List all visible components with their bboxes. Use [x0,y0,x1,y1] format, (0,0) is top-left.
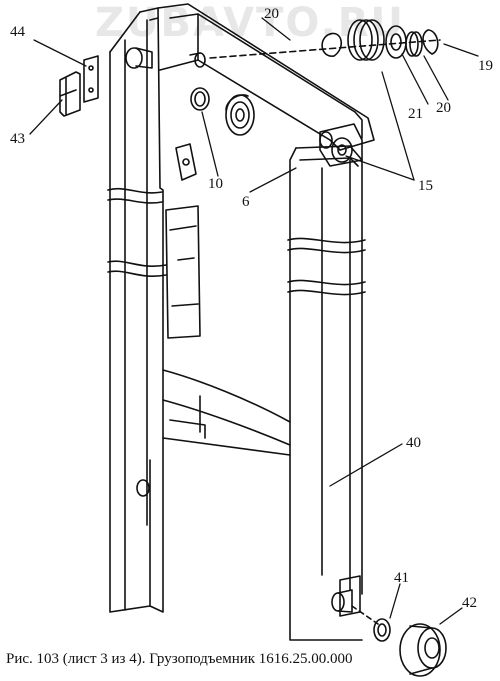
callout-19: 19 [478,58,493,74]
callout-43: 43 [10,131,25,147]
callout-44: 44 [10,24,25,40]
callout-40: 40 [406,435,421,451]
callout-21: 21 [408,106,423,122]
washer-10 [190,87,210,111]
callout-10: 10 [208,176,223,192]
bearing-6 [225,94,255,136]
callout-42: 42 [462,595,477,611]
callout-20-top: 20 [264,6,279,22]
right-upright [287,145,366,641]
callout-15: 15 [418,178,433,194]
top-crossbar [157,3,375,151]
lower-crossbar [162,369,291,456]
leader-lines [29,17,479,625]
plate-part-43-44 [59,55,99,117]
exploded-top-parts [209,19,441,61]
side-bracket [165,143,201,339]
left-upright [107,7,167,613]
left-top-roller [125,47,206,69]
figure-caption: Рис. 103 (лист 3 из 4). Грузоподъемник 1… [6,651,353,667]
right-top-block [319,123,363,167]
callout-41: 41 [394,570,409,586]
washer-41 [373,618,391,642]
callout-20-right: 20 [436,100,451,116]
axis-dash-bottom [351,605,379,625]
callout-6: 6 [242,194,250,210]
bearing-42 [399,623,447,677]
